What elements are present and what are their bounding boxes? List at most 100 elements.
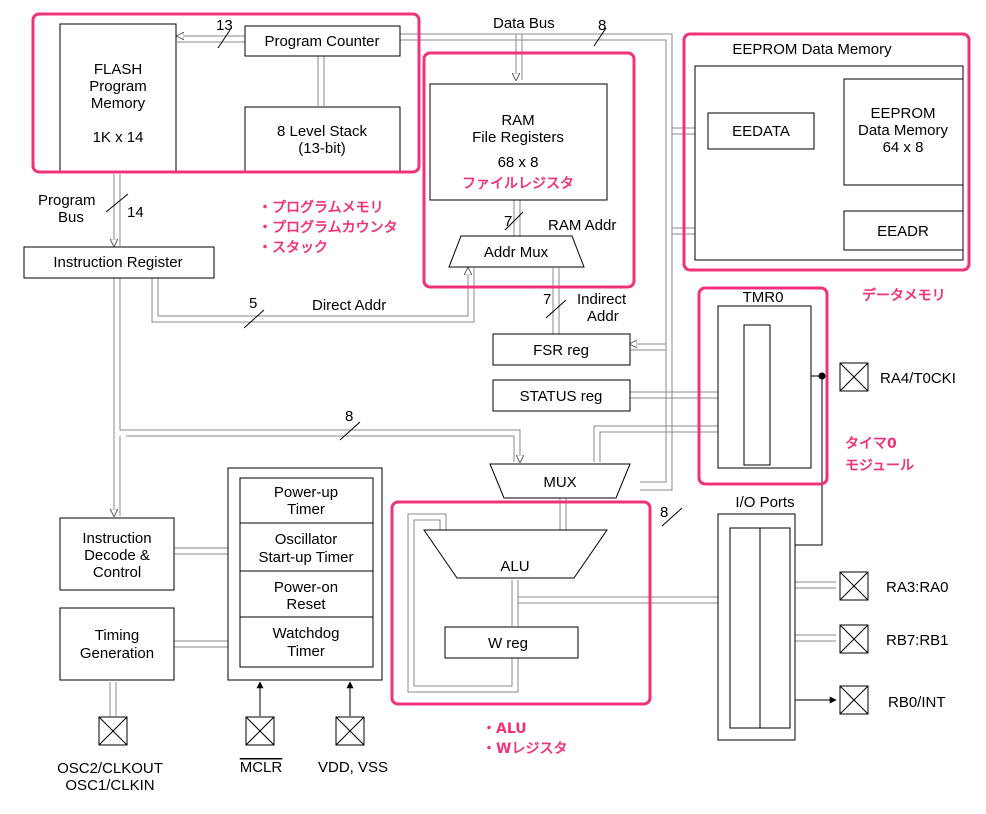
w-reg-label: W reg — [488, 635, 528, 652]
io-ports-label: I/O Ports — [735, 494, 794, 511]
direct-addr-label: Direct Addr — [312, 297, 386, 314]
wdt-label-1: Watchdog — [273, 625, 340, 642]
poweron-reset-block — [239, 570, 374, 618]
pin-rb7-label: RB7:RB1 — [886, 632, 949, 649]
pin-osc-label-2: OSC1/CLKIN — [65, 777, 154, 794]
mux-label: MUX — [543, 474, 576, 491]
powerup-label-1: Power-up — [274, 484, 338, 501]
pin-vdd-label: VDD, VSS — [318, 759, 388, 776]
blocks — [23, 23, 964, 741]
osc-startup-block — [239, 522, 374, 572]
instruction-register-label: Instruction Register — [53, 254, 182, 271]
stack-label-1: 8 Level Stack — [277, 123, 368, 140]
annotation-flash-2: ・プログラムカウンタ — [258, 219, 398, 236]
annotation-eeprom: データメモリ — [862, 287, 946, 304]
program-counter-label: Program Counter — [264, 33, 379, 50]
powerup-label-2: Timer — [287, 501, 325, 518]
annotations: ・プログラムメモリ ・プログラムカウンタ ・スタック ファイルレジスタ データメ… — [258, 176, 946, 757]
flash-label-3: Memory — [91, 95, 146, 112]
annotation-flash-3: ・スタック — [258, 240, 328, 256]
program-bus-label-2: Bus — [58, 209, 84, 226]
indirect-addr-label-2: Addr — [587, 308, 619, 325]
eedata-label: EEDATA — [732, 123, 790, 140]
addr-mux-block — [448, 235, 585, 268]
ram-block — [429, 83, 608, 201]
eeprom-section-label: EEPROM Data Memory — [732, 41, 892, 58]
osc-label-2: Start-up Timer — [258, 549, 353, 566]
timing-block — [59, 607, 175, 681]
decode-label-1: Instruction — [82, 530, 151, 547]
pin-ra3-icon — [839, 571, 869, 601]
program-bus-label-1: Program — [38, 192, 96, 209]
ram-label-3: 68 x 8 — [498, 154, 539, 171]
watchdog-block — [239, 616, 374, 668]
eeadr-label: EEADR — [877, 223, 929, 240]
program-counter-block — [244, 25, 401, 57]
tmr0-label: TMR0 — [743, 289, 784, 306]
status-reg-label: STATUS reg — [520, 388, 603, 405]
pin-rb0-label: RB0/INT — [888, 694, 946, 711]
annotation-tmr-1: タイマ0 — [845, 436, 897, 452]
tmr0-inner — [743, 324, 771, 466]
pin-rb0-icon — [839, 685, 869, 715]
flash-label-2: Program — [89, 78, 147, 95]
pin-osc-icon — [98, 716, 128, 746]
highlight-flash — [31, 12, 421, 174]
flash-label-4: 1K x 14 — [93, 129, 144, 146]
highlight-tmr0 — [697, 286, 829, 486]
bus-width-7-ram: 7 — [504, 213, 512, 230]
bus-width-14: 14 — [127, 204, 144, 221]
wdt-label-2: Timer — [287, 643, 325, 660]
status-reg-block — [492, 379, 631, 412]
pin-mclr-icon — [245, 716, 275, 746]
eeprom-label-2: Data Memory — [858, 122, 949, 139]
annotation-tmr-2: モジュール — [845, 458, 914, 474]
stack-block — [244, 106, 401, 173]
timing-label-2: Generation — [80, 645, 154, 662]
poweron-label-2: Reset — [286, 596, 326, 613]
annotation-flash-1: ・プログラムメモリ — [258, 199, 384, 216]
annotation-alu-2: ・Wレジスタ — [482, 741, 567, 757]
fsr-reg-block — [492, 333, 631, 366]
indirect-addr-label-1: Indirect — [577, 291, 627, 308]
pin-labels: RA4/T0CKI RA3:RA0 RB7:RB1 RB0/INT OSC2/C… — [57, 370, 956, 794]
bus-width-8-mid: 8 — [345, 408, 353, 425]
eeprom-label-3: 64 x 8 — [883, 139, 924, 156]
osc-label-1: Oscillator — [275, 531, 338, 548]
stack-label-2: (13-bit) — [298, 140, 346, 157]
timing-label-1: Timing — [95, 627, 139, 644]
bus-width-8-io: 8 — [660, 504, 668, 521]
bus-width-marks — [105, 27, 683, 527]
ram-label-2: File Registers — [472, 129, 564, 146]
fsr-reg-label: FSR reg — [533, 342, 589, 359]
bus-width-13: 13 — [216, 17, 233, 34]
mux-block — [489, 463, 631, 499]
bus-labels: Data Bus 8 13 Program Bus 14 7 RAM Addr … — [38, 15, 668, 521]
pin-ra4-label: RA4/T0CKI — [880, 370, 956, 387]
poweron-label-1: Power-on — [274, 579, 338, 596]
pin-ra3-label: RA3:RA0 — [886, 579, 949, 596]
annotation-alu-1: ・ALU — [482, 721, 527, 737]
pin-vdd-icon — [335, 716, 365, 746]
pin-osc-label-1: OSC2/CLKOUT — [57, 760, 163, 777]
bus-width-5: 5 — [249, 295, 257, 312]
alu-block — [423, 529, 608, 579]
ram-label-1: RAM — [501, 112, 534, 129]
bus-width-7-ind: 7 — [543, 291, 551, 308]
flash-label-1: FLASH — [94, 61, 142, 78]
data-bus-label: Data Bus — [493, 15, 555, 32]
w-reg-block — [444, 626, 579, 659]
bus-width-8-top: 8 — [598, 17, 606, 34]
ram-addr-label: RAM Addr — [548, 217, 616, 234]
highlight-eeprom — [682, 32, 971, 272]
junction-dot — [818, 372, 826, 380]
pin-ra4-icon — [839, 362, 869, 392]
eeadr-block — [843, 210, 964, 251]
decode-block — [59, 517, 175, 591]
pin-boxes — [98, 362, 869, 746]
eeprom-label-1: EEPROM — [870, 105, 935, 122]
pin-mclr-label: MCLR — [240, 759, 283, 776]
eeprom-memory-block — [843, 78, 964, 186]
decode-label-3: Control — [93, 564, 141, 581]
